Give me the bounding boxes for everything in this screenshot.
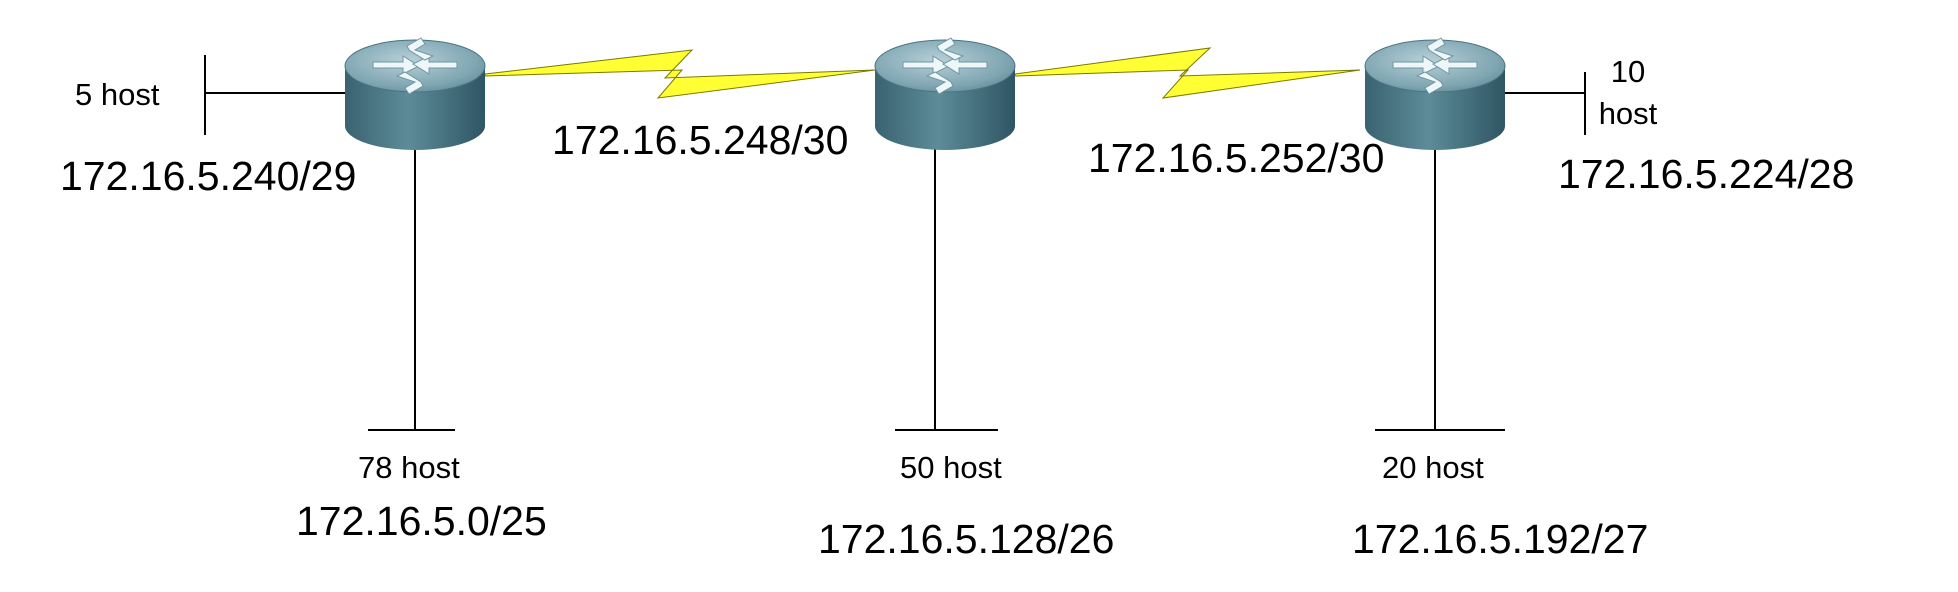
lan-center-bottom xyxy=(895,128,998,431)
serial-link-right-network: 172.16.5.252/30 xyxy=(1088,135,1384,181)
lan-left-side xyxy=(204,55,345,135)
lan-left-bottom-network: 172.16.5.0/25 xyxy=(296,498,547,544)
lan-right-side xyxy=(1500,72,1586,135)
lan-left-bottom-hosts: 78 host xyxy=(358,450,460,485)
lan-center-bottom-network: 172.16.5.128/26 xyxy=(818,516,1114,562)
lan-right-bottom-hosts: 20 host xyxy=(1382,450,1484,485)
lan-right-side-hosts-line2: host xyxy=(1599,96,1658,131)
lan-left-bottom xyxy=(368,128,455,431)
router-center xyxy=(874,37,1016,151)
lan-right-side-hosts-line1: 10 xyxy=(1611,54,1645,89)
lan-right-bottom-network: 172.16.5.192/27 xyxy=(1352,516,1648,562)
serial-link-right xyxy=(1014,47,1361,99)
serial-link-left-network: 172.16.5.248/30 xyxy=(552,117,848,163)
lan-left-side-hosts: 5 host xyxy=(75,77,160,112)
lan-center-bottom-hosts: 50 host xyxy=(900,450,1002,485)
lan-right-side-network: 172.16.5.224/28 xyxy=(1558,151,1854,197)
serial-link-left xyxy=(484,49,876,99)
router-left xyxy=(344,37,486,151)
lan-left-side-network: 172.16.5.240/29 xyxy=(60,153,356,199)
router-right xyxy=(1364,37,1506,151)
lan-right-bottom xyxy=(1375,128,1505,431)
